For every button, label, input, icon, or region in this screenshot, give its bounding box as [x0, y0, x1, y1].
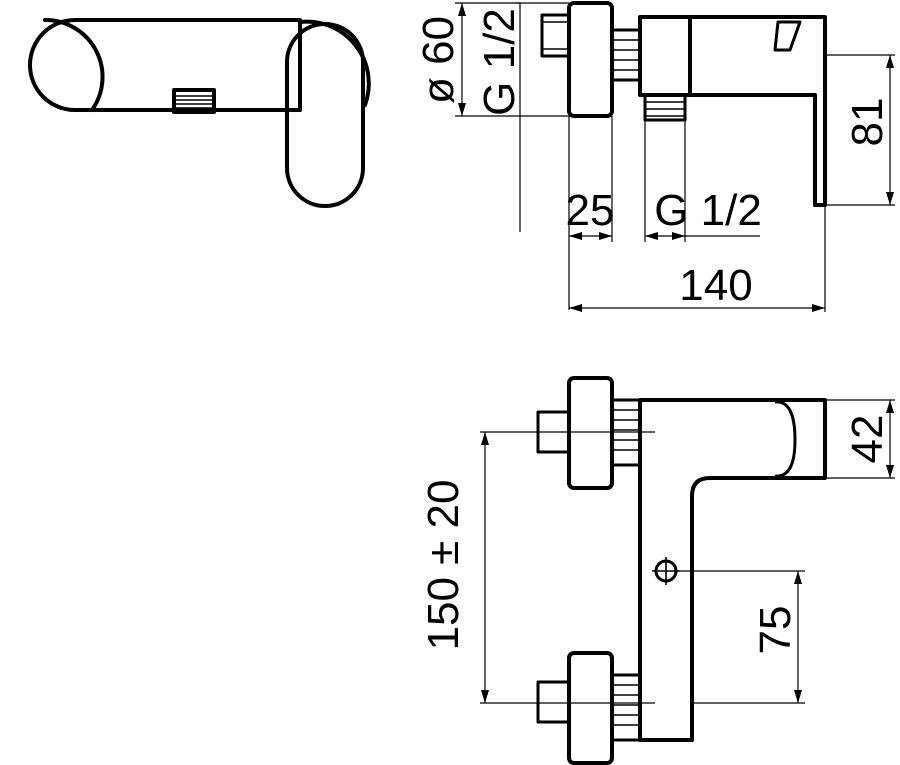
dim-diameter: ø 60 [414, 2, 569, 117]
top-view-wall-flange-right [298, 19, 371, 107]
top-view-mixer-body [28, 18, 302, 112]
top-view [28, 17, 371, 208]
dim-140-label: 140 [679, 261, 752, 310]
front-view-outlet [652, 557, 680, 585]
dim-diameter-label: ø 60 [414, 16, 463, 104]
front-view: 150 ± 20 75 42 [419, 376, 895, 765]
dim-25-label: 25 [566, 186, 615, 235]
side-view-wall-flange [567, 1, 614, 118]
dim-thread-inlet: G 1/2 [475, 2, 524, 232]
side-view-body [638, 15, 692, 97]
top-view-handle-lever [285, 22, 365, 208]
dim-25: 25 [566, 116, 615, 310]
dim-75-label: 75 [751, 606, 800, 655]
dim-140: 140 [569, 205, 826, 312]
side-view-lever [688, 15, 827, 207]
dim-75: 75 [680, 570, 805, 704]
side-view-thread [610, 28, 642, 82]
dim-42-label: 42 [843, 415, 892, 464]
front-view-body [638, 398, 827, 742]
dim-thread-outlet-label: G 1/2 [654, 186, 762, 235]
dim-thread-outlet: G 1/2 [644, 120, 762, 242]
top-view-shower-connector [172, 88, 216, 114]
top-view-wall-flange-left [43, 17, 105, 112]
side-view: ø 60 G 1/2 25 G 1/2 [414, 1, 895, 312]
side-view-eccentric-nut [540, 13, 571, 58]
dim-81-label: 81 [843, 98, 892, 147]
dim-42: 42 [825, 399, 895, 479]
side-view-lever-top [773, 20, 802, 52]
front-view-lever-tip [774, 400, 797, 478]
front-view-lower-connection [536, 651, 642, 765]
front-view-upper-connection [536, 376, 642, 490]
side-view-outlet [643, 93, 687, 122]
dim-spacing: 150 ± 20 [419, 431, 655, 704]
dim-81: 81 [825, 54, 895, 206]
dim-spacing-label: 150 ± 20 [419, 480, 468, 651]
dim-thread-inlet-label: G 1/2 [475, 8, 524, 116]
